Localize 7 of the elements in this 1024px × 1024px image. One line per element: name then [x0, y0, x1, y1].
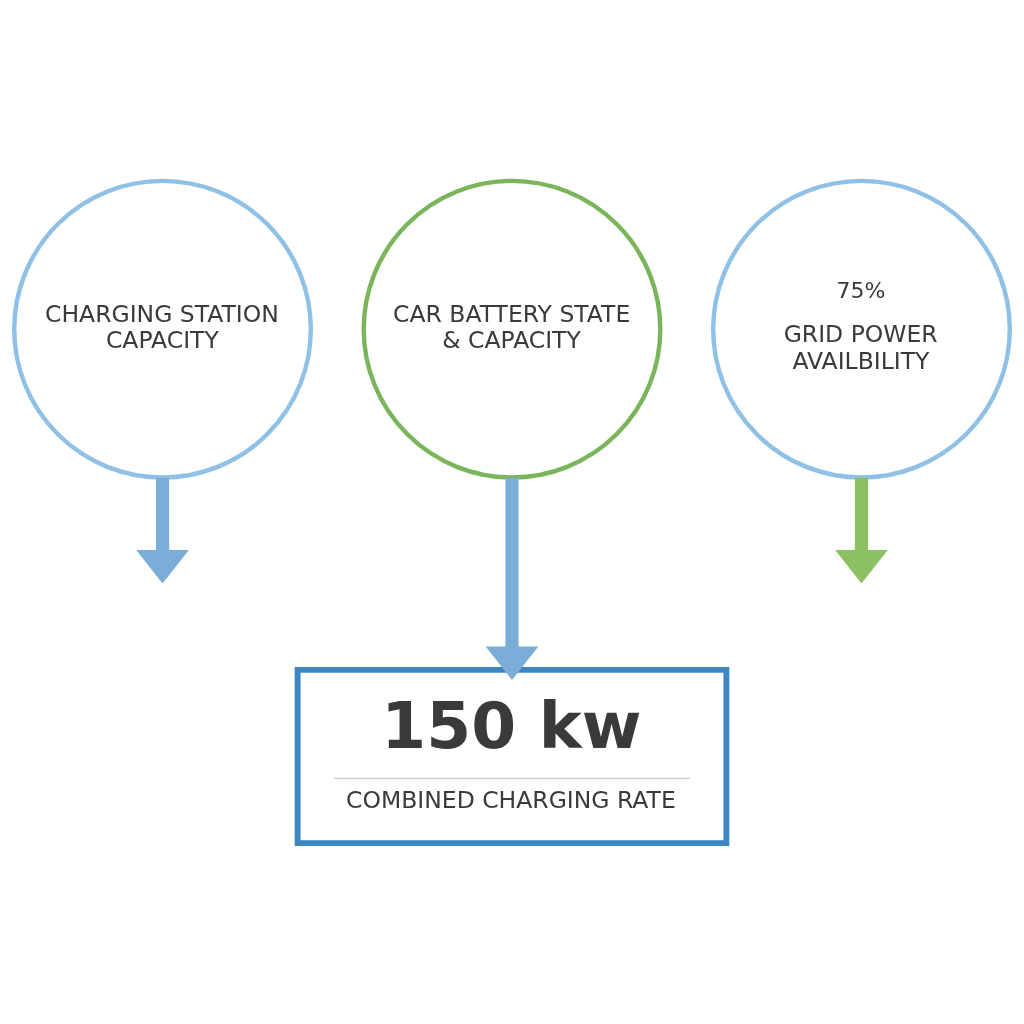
arrow — [485, 477, 539, 680]
arrow — [835, 477, 888, 584]
arrow — [136, 477, 189, 584]
node-circle: 75% GRID POWER AVAILBILITY — [710, 178, 1012, 480]
node-circle: CHARGING STATION CAPACITY — [12, 178, 314, 480]
node-box: 150 kw COMBINED CHARGING RATE — [294, 666, 730, 847]
node-circle: CAR BATTERY STATE & CAPACITY — [361, 178, 663, 480]
